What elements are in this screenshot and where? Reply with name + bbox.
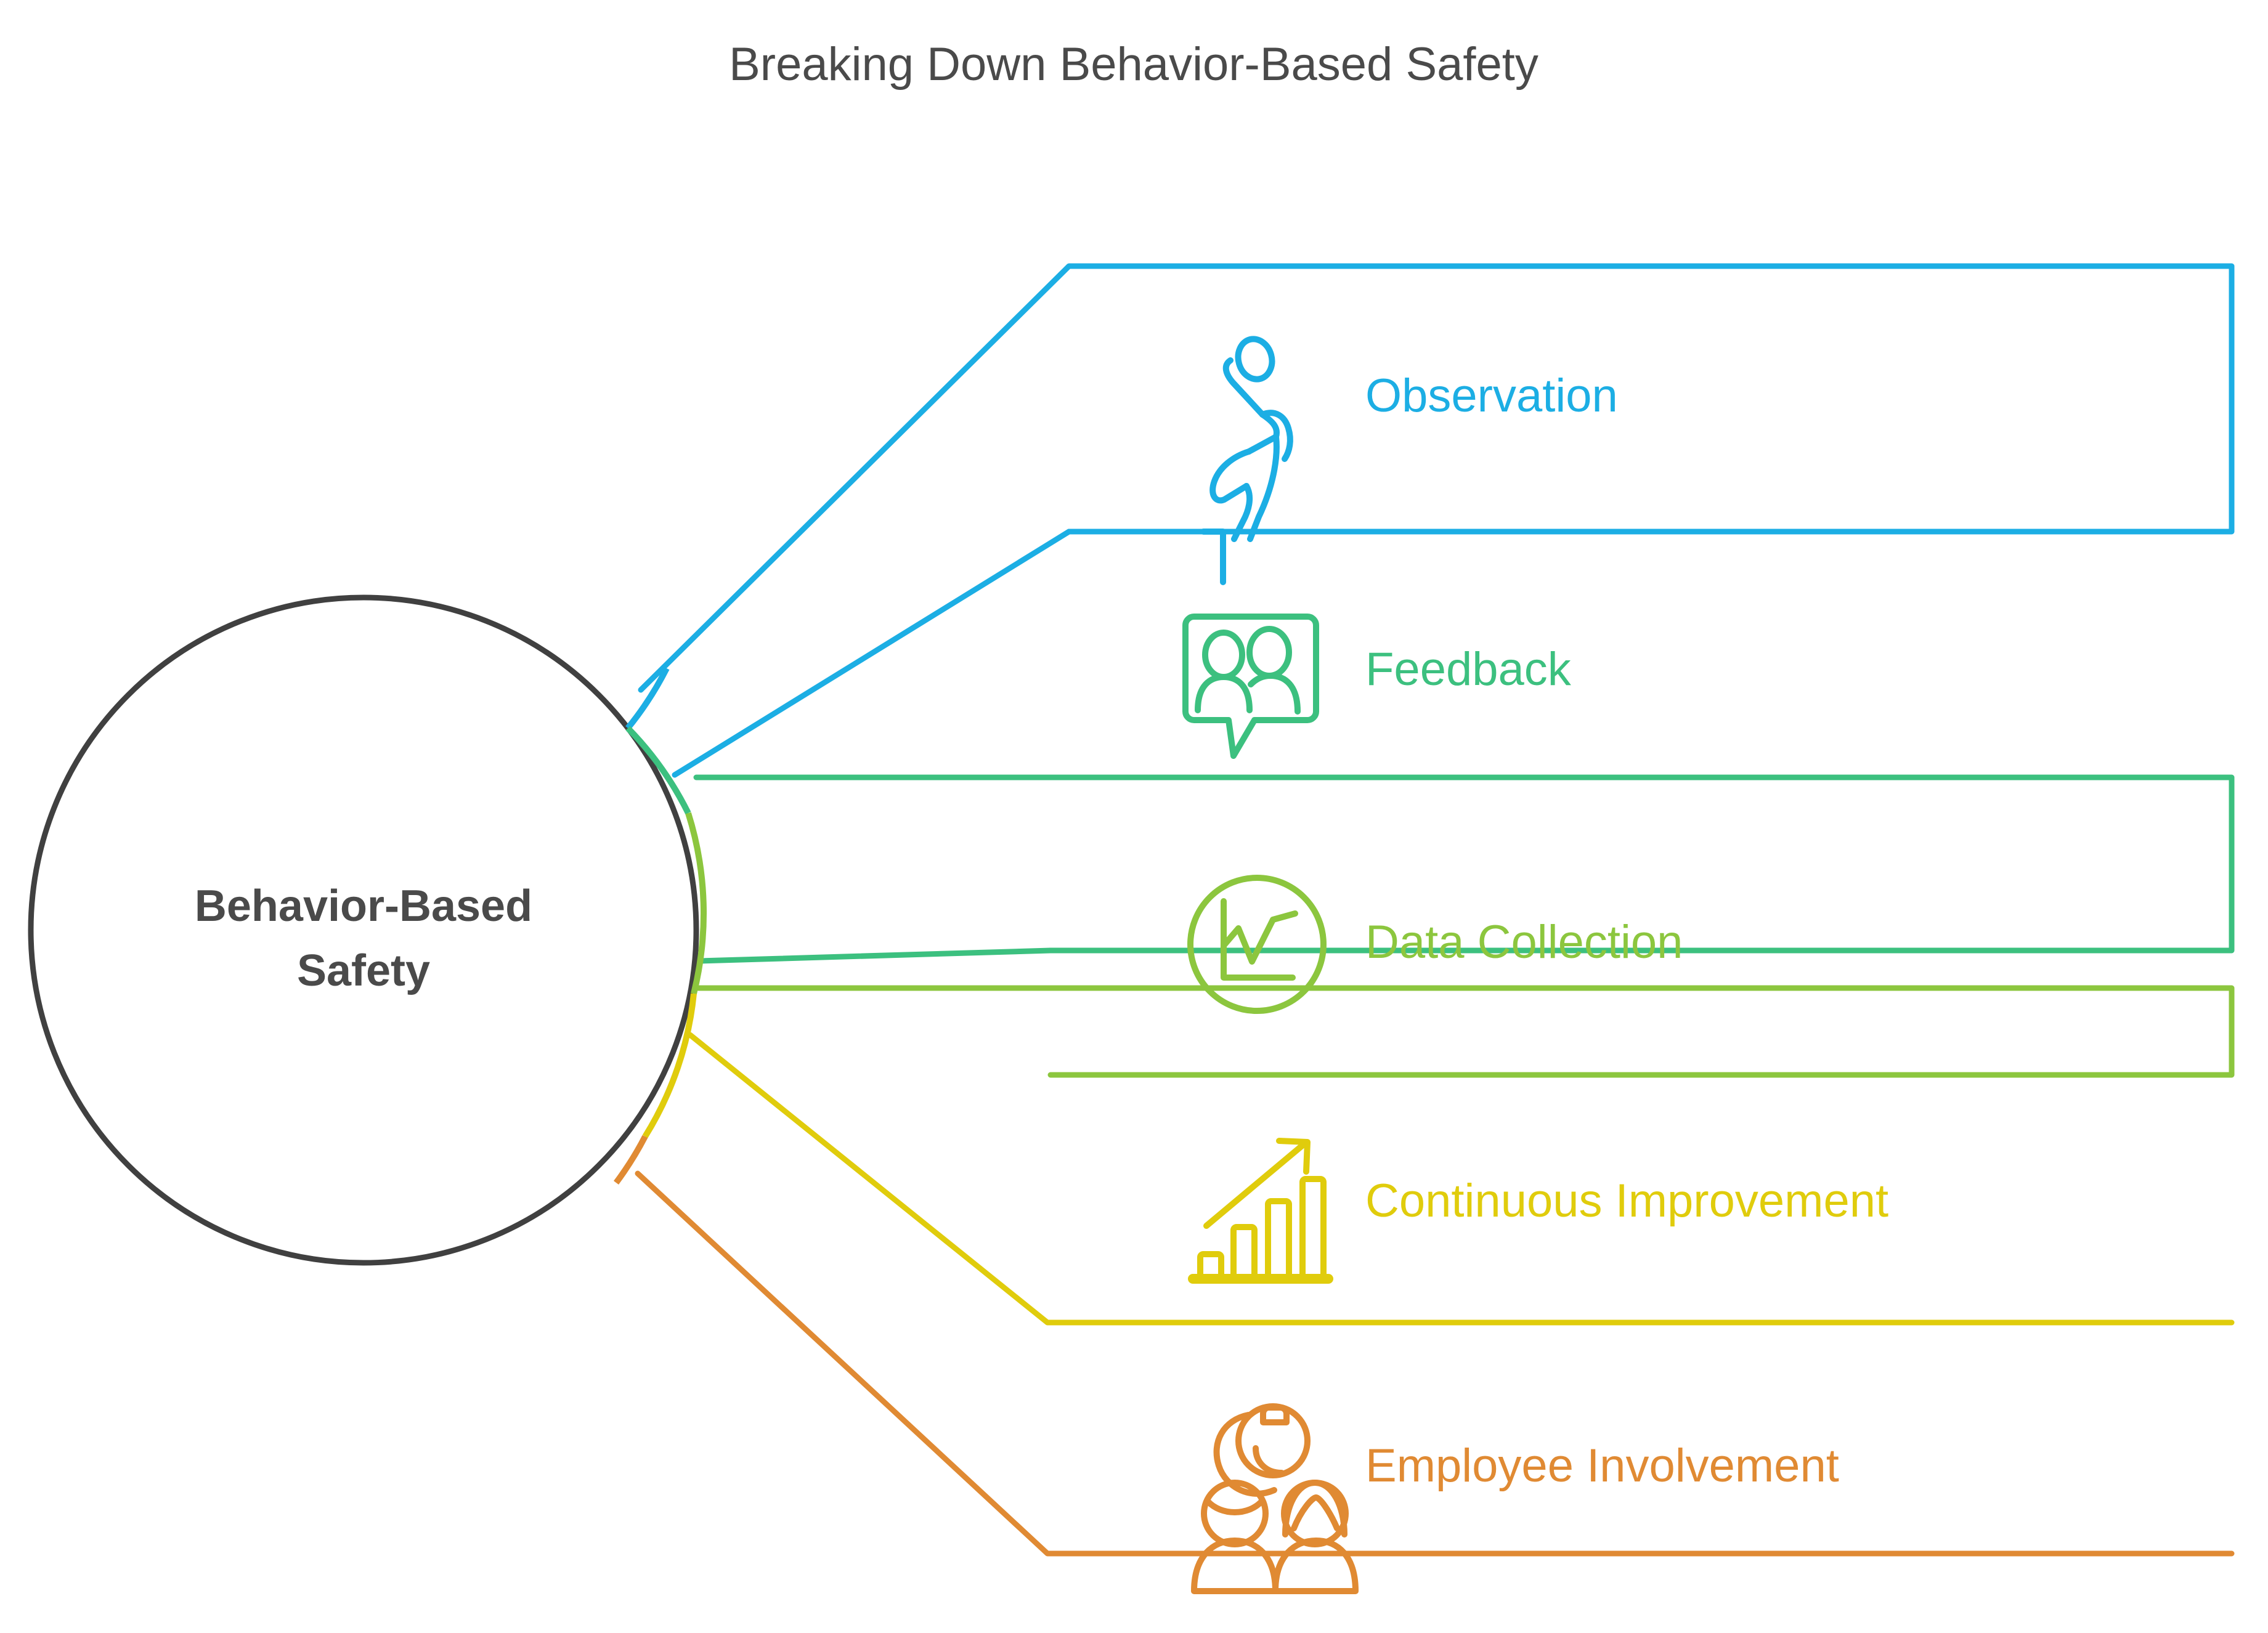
- branch-label-continuous-improvement: Continuous Improvement: [1365, 1175, 1888, 1227]
- branch-label-employee-involvement: Employee Involvement: [1365, 1440, 1839, 1492]
- speech-bubble-people-icon: [1182, 614, 1319, 759]
- connector-observation: [638, 263, 2235, 693]
- branch-feedback[interactable]: Feedback: [1182, 614, 1572, 759]
- central-hub[interactable]: Behavior-Based Safety: [28, 594, 707, 1266]
- connector-continuous-improvement: [687, 1032, 2235, 1326]
- hub-label-line1: Behavior-Based: [195, 881, 532, 931]
- hub-label-line2: Safety: [297, 946, 430, 995]
- hub-circle: [28, 594, 699, 1266]
- growth-bar-chart-arrow-icon: [1188, 1138, 1333, 1284]
- connector-data-collection: [695, 985, 2235, 1078]
- hub-arc-continuous-improvement: [642, 993, 697, 1138]
- page-title: Breaking Down Behavior-Based Safety: [729, 38, 1538, 91]
- branch-label-feedback: Feedback: [1365, 643, 1572, 695]
- person-slipping-icon: [1200, 336, 1293, 585]
- branch-data-collection[interactable]: Data Collection: [1187, 875, 1683, 1014]
- branch-label-observation: Observation: [1365, 370, 1618, 422]
- connector-observation-tail: [672, 529, 1072, 778]
- branch-employee-involvement[interactable]: Employee Involvement: [1191, 1403, 1839, 1594]
- connector-feedback-tail: [696, 947, 1054, 964]
- branch-label-data-collection: Data Collection: [1365, 916, 1683, 968]
- connector-employee-involvement: [635, 1170, 2235, 1557]
- branch-observation[interactable]: Observation: [1200, 335, 1618, 585]
- hub-arc-data-collection: [685, 812, 707, 995]
- hub-arc-feedback: [625, 726, 691, 815]
- circle-line-chart-icon: [1187, 875, 1327, 1014]
- hub-arc-observation: [625, 667, 670, 731]
- group-of-people-icon: [1191, 1403, 1359, 1594]
- hub-arc-employee-involvement: [613, 1135, 648, 1185]
- branch-continuous-improvement[interactable]: Continuous Improvement: [1188, 1138, 1888, 1284]
- connector-group: [635, 263, 2235, 1557]
- connector-feedback: [693, 774, 2235, 954]
